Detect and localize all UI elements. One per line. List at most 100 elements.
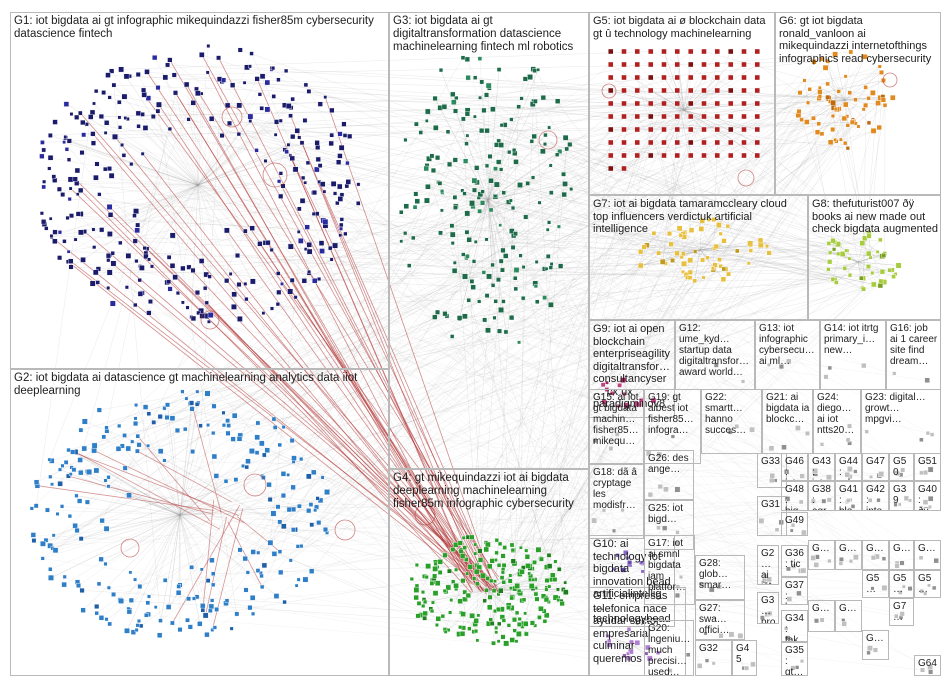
group-label-g13: G13: iot infographic cybersecu… ai ml… (759, 323, 815, 367)
edge (514, 70, 535, 564)
edge (193, 264, 716, 319)
edge (445, 119, 802, 592)
edge (138, 126, 199, 186)
node-g1 (129, 162, 134, 167)
node-g1 (92, 101, 96, 106)
node-g1 (249, 278, 256, 285)
group-label-g20: G20: ingeniu… much precisi… used… (648, 623, 691, 676)
edge (95, 142, 611, 273)
edge (70, 266, 474, 288)
edge (512, 470, 816, 641)
group-label-g3: G3: iot bigdata ai gt digitaltransformat… (393, 15, 574, 53)
edge (643, 246, 701, 251)
edge (663, 51, 685, 111)
edge (179, 495, 284, 516)
edge (109, 184, 199, 235)
edge (623, 109, 685, 156)
edge (453, 102, 849, 441)
group-label-g55: G… (893, 543, 911, 554)
edge (52, 268, 845, 549)
edge (694, 249, 701, 281)
edge (663, 64, 685, 111)
node-g1 (94, 161, 100, 167)
edge (108, 477, 460, 635)
edge (59, 77, 678, 233)
node-g1 (247, 113, 254, 120)
edge (618, 392, 629, 407)
edge (650, 90, 685, 111)
edge (197, 184, 315, 281)
node-g1 (356, 201, 361, 206)
node-g1 (137, 278, 142, 283)
node-g1 (337, 131, 343, 137)
node-g1 (277, 179, 282, 184)
edge (50, 514, 181, 579)
edge (179, 514, 263, 588)
edge (546, 277, 691, 568)
node-g1 (264, 79, 271, 86)
node-g1 (183, 81, 190, 88)
node-g1 (166, 279, 172, 285)
edge (70, 473, 181, 516)
edge (834, 54, 846, 101)
edge (55, 366, 782, 551)
group-label-g43: G43: inte… (812, 456, 831, 480)
node-g1 (88, 114, 94, 120)
edge (211, 471, 856, 561)
nodes-layer (29, 44, 939, 675)
node-g2 (146, 411, 152, 417)
edge (487, 199, 494, 286)
node-g1 (107, 231, 113, 237)
node-g1 (347, 133, 353, 139)
edge (610, 77, 685, 111)
edge (197, 184, 326, 226)
edge (109, 514, 181, 625)
node-g1 (47, 154, 54, 161)
edge (683, 109, 745, 156)
node-g1 (134, 259, 139, 264)
node-g1 (44, 226, 49, 231)
edge (109, 168, 869, 653)
edge (144, 94, 869, 254)
edge (136, 260, 931, 499)
edge (844, 72, 882, 101)
edge (559, 151, 849, 501)
edge (182, 184, 199, 269)
node-g1 (56, 186, 62, 192)
edge (197, 391, 644, 564)
edge (699, 226, 728, 251)
node-g1 (345, 160, 350, 166)
edge (135, 404, 776, 481)
edge (440, 70, 489, 201)
node-g1 (254, 148, 259, 153)
edge (486, 530, 792, 543)
highlight-edge (172, 505, 241, 624)
node-g1 (147, 257, 151, 262)
edge (631, 644, 659, 654)
edge (487, 134, 546, 201)
group-label-g7: G7: iot ai bigdata tamaramccleary cloud … (593, 198, 787, 235)
edge (476, 167, 605, 403)
edge (487, 569, 560, 591)
edge (623, 64, 685, 111)
node-g1 (231, 291, 237, 298)
node-g1 (107, 212, 114, 218)
edge (699, 249, 738, 252)
edge (663, 51, 685, 111)
node-g1 (306, 88, 312, 94)
edge (727, 96, 883, 227)
edge (80, 459, 787, 473)
edge (465, 80, 884, 162)
edge (489, 88, 911, 501)
edge (699, 249, 751, 251)
node-g1 (99, 227, 105, 233)
edge (486, 165, 801, 572)
edge (179, 514, 246, 559)
edge (857, 261, 899, 266)
group-box-g32: G32 (695, 640, 732, 676)
edge (699, 233, 721, 251)
edge (179, 408, 193, 516)
node-g1 (117, 125, 123, 130)
edge (518, 106, 848, 149)
edge (863, 105, 866, 290)
